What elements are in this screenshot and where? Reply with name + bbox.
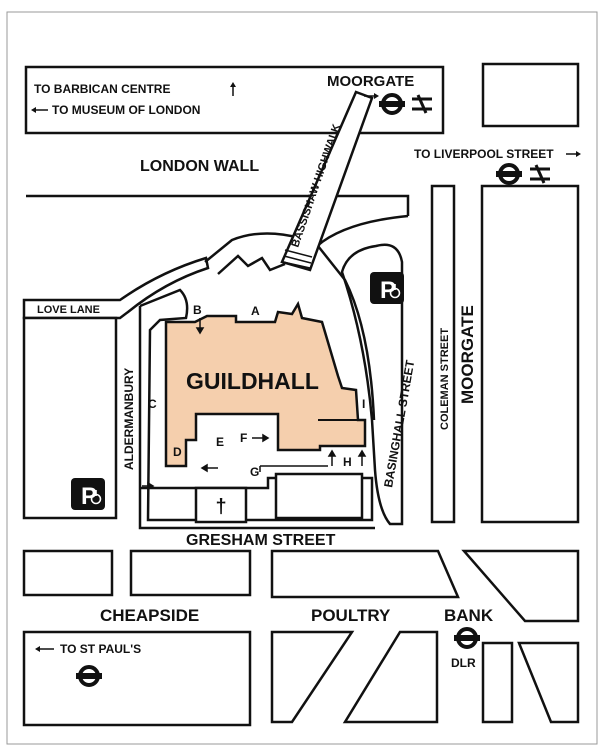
disabled-access-icon <box>90 490 102 505</box>
block-top-right <box>481 62 580 128</box>
label-barbican: TO BARBICAN CENTRE <box>34 82 170 96</box>
church-block[interactable] <box>194 486 248 524</box>
block-cheapside-west <box>22 549 114 597</box>
guildhall-north-edge <box>204 232 376 421</box>
block-bank-ne <box>461 549 580 623</box>
london-wall-south-edge <box>26 194 410 216</box>
block-bank-se <box>517 641 580 724</box>
national-rail-icon <box>412 94 432 114</box>
block-cheapside-mid <box>129 549 252 597</box>
block-poultry-north <box>270 549 460 599</box>
label-gresham-street: GRESHAM STREET <box>186 532 336 549</box>
label-poultry: POULTRY <box>311 606 391 625</box>
arrow-icon <box>142 318 367 491</box>
block-coleman-strip <box>430 184 456 524</box>
national-rail-icon <box>530 164 550 184</box>
label-guildhall: GUILDHALL <box>186 368 319 394</box>
underground-roundel-icon <box>454 627 480 649</box>
label-love-lane: LOVE LANE <box>37 304 100 316</box>
underground-roundel-icon <box>76 665 102 687</box>
london-wall-curve <box>316 214 409 247</box>
label-museum: TO MUSEUM OF LONDON <box>52 103 200 117</box>
label-cheapside: CHEAPSIDE <box>100 606 199 625</box>
label-aldermanbury: ALDERMANBURY <box>122 368 136 470</box>
parking-letter: P <box>81 483 97 510</box>
label-bank: BANK <box>444 606 494 625</box>
entrance-a[interactable]: A <box>251 304 260 318</box>
parking-letter: P <box>380 277 396 304</box>
block-basinghall-south <box>274 472 364 520</box>
entrance-i[interactable]: I <box>362 397 365 411</box>
arrow-icon <box>364 93 379 99</box>
block-bank-south <box>481 641 514 724</box>
entrance-c[interactable]: C <box>148 397 157 411</box>
entrance-h[interactable]: H <box>343 455 352 469</box>
block-poultry-sw <box>270 630 355 724</box>
block-moorgate-east <box>480 184 580 524</box>
label-liverpool-street: TO LIVERPOOL STREET <box>414 147 554 161</box>
label-london-wall: LONDON WALL <box>140 158 259 175</box>
block-poultry-se <box>342 630 439 724</box>
label-st-pauls: TO ST PAUL'S <box>60 642 141 656</box>
guildhall-building[interactable] <box>164 300 367 468</box>
church-cross-icon: † <box>215 496 226 518</box>
guildhall-precinct-outline <box>139 288 374 522</box>
label-moorgate-street: MOORGATE <box>458 305 477 404</box>
entrance-d[interactable]: D <box>173 445 182 459</box>
label-moorgate-station: MOORGATE <box>327 73 414 90</box>
underground-roundel-icon <box>379 93 405 115</box>
label-dlr: DLR <box>451 656 476 670</box>
block-top-left <box>24 65 445 135</box>
highwalk-steps <box>282 249 313 269</box>
underground-roundel-icon <box>496 163 522 185</box>
disabled-access-icon <box>389 284 401 299</box>
entrance-e[interactable]: E <box>216 435 224 449</box>
arrow-icon <box>35 646 54 652</box>
love-lane-road-strip <box>22 256 210 320</box>
highwalk-steps-outline <box>217 254 286 275</box>
parking-icon[interactable]: P <box>370 272 404 304</box>
block-cheapside-south <box>22 630 252 727</box>
entrance-g[interactable]: G <box>250 465 259 479</box>
guildhall-outer-edge <box>138 306 375 530</box>
label-coleman-street: COLEMAN STREET <box>439 328 451 430</box>
entrance-f[interactable]: F <box>240 431 247 445</box>
arrow-icon <box>31 82 236 113</box>
arrow-icon <box>566 151 581 157</box>
parking-icon[interactable]: P <box>71 478 105 510</box>
entrance-b[interactable]: B <box>193 303 202 317</box>
